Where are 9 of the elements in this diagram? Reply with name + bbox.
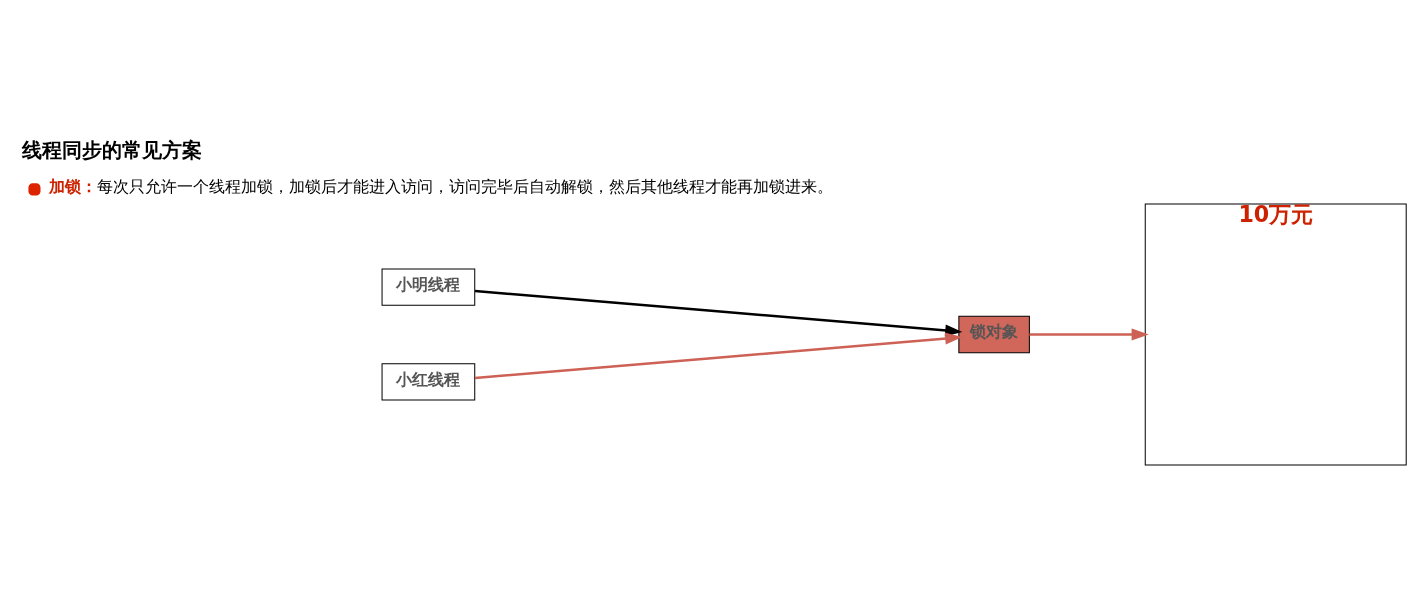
- arrow: [1029, 328, 1149, 341]
- node-box: 10万元: [1144, 203, 1407, 466]
- node-box: 小明线程: [381, 268, 476, 306]
- node-box: 锁对象: [958, 315, 1030, 354]
- label: 加锁：每次只允许一个线程加锁，加锁后才能进入访问，访问完毕后自动解锁，然后其他线程才能再加锁进来。: [48, 177, 833, 197]
- arrow: [474, 332, 963, 380]
- node-box: 小红线程: [381, 363, 476, 401]
- diagram-title: 线程同步的常见方案: [21, 138, 202, 163]
- arrow: [474, 289, 963, 337]
